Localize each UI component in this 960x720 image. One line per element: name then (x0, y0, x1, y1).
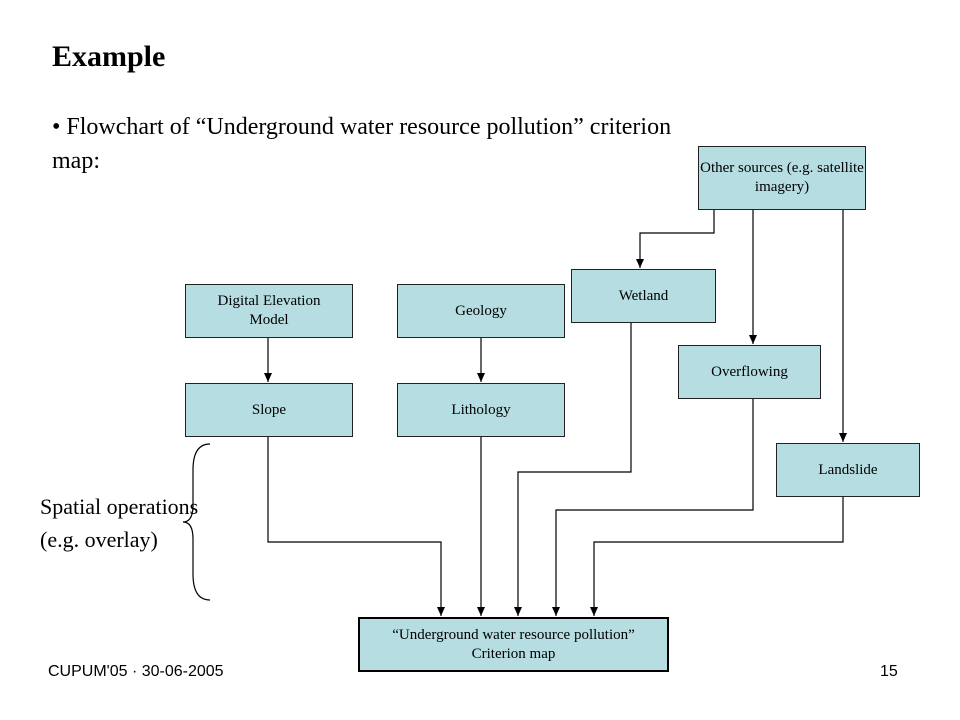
curly-brace (182, 443, 211, 601)
slide-title: Example (52, 40, 166, 73)
footer-page-number: 15 (880, 663, 898, 680)
box-slope: Slope (185, 383, 353, 437)
box-wetland-label: Wetland (618, 287, 669, 304)
spatial-operations-label: Spatial operations (e.g. overlay) (40, 494, 199, 552)
box-landslide: Landslide (776, 443, 920, 497)
box-criterion-map: “Underground water resource pollution” C… (358, 617, 669, 672)
edge-slope-to-map (267, 437, 445, 616)
box-geology: Geology (397, 284, 565, 338)
edge-wetland-to-map (514, 323, 632, 616)
edge-landslide-to-map (590, 497, 844, 616)
box-dem: Digital Elevation Model (185, 284, 353, 338)
box-lithology: Lithology (397, 383, 565, 437)
box-slope-label: Slope (251, 401, 287, 418)
box-wetland: Wetland (571, 269, 716, 323)
box-geology-label: Geology (455, 302, 507, 319)
bullet-text: • Flowchart of “Underground water resour… (52, 114, 672, 174)
footer-conference-date: CUPUM'05 · 30-06-2005 (48, 663, 224, 680)
box-overflowing-label: Overflowing (711, 363, 788, 380)
box-overflowing: Overflowing (678, 345, 821, 399)
edge-other-to-wetland (636, 210, 715, 268)
box-other-sources-label: Other sources (e.g. satellite imagery) (700, 160, 864, 195)
box-other-sources: Other sources (e.g. satellite imagery) (698, 146, 866, 210)
box-dem-label: Digital Elevation Model (217, 293, 321, 328)
box-criterion-map-label: “Underground water resource pollution” C… (392, 626, 635, 662)
box-landslide-label: Landslide (818, 461, 878, 478)
box-lithology-label: Lithology (451, 401, 511, 418)
edge-overflowing-to-map (552, 399, 754, 616)
